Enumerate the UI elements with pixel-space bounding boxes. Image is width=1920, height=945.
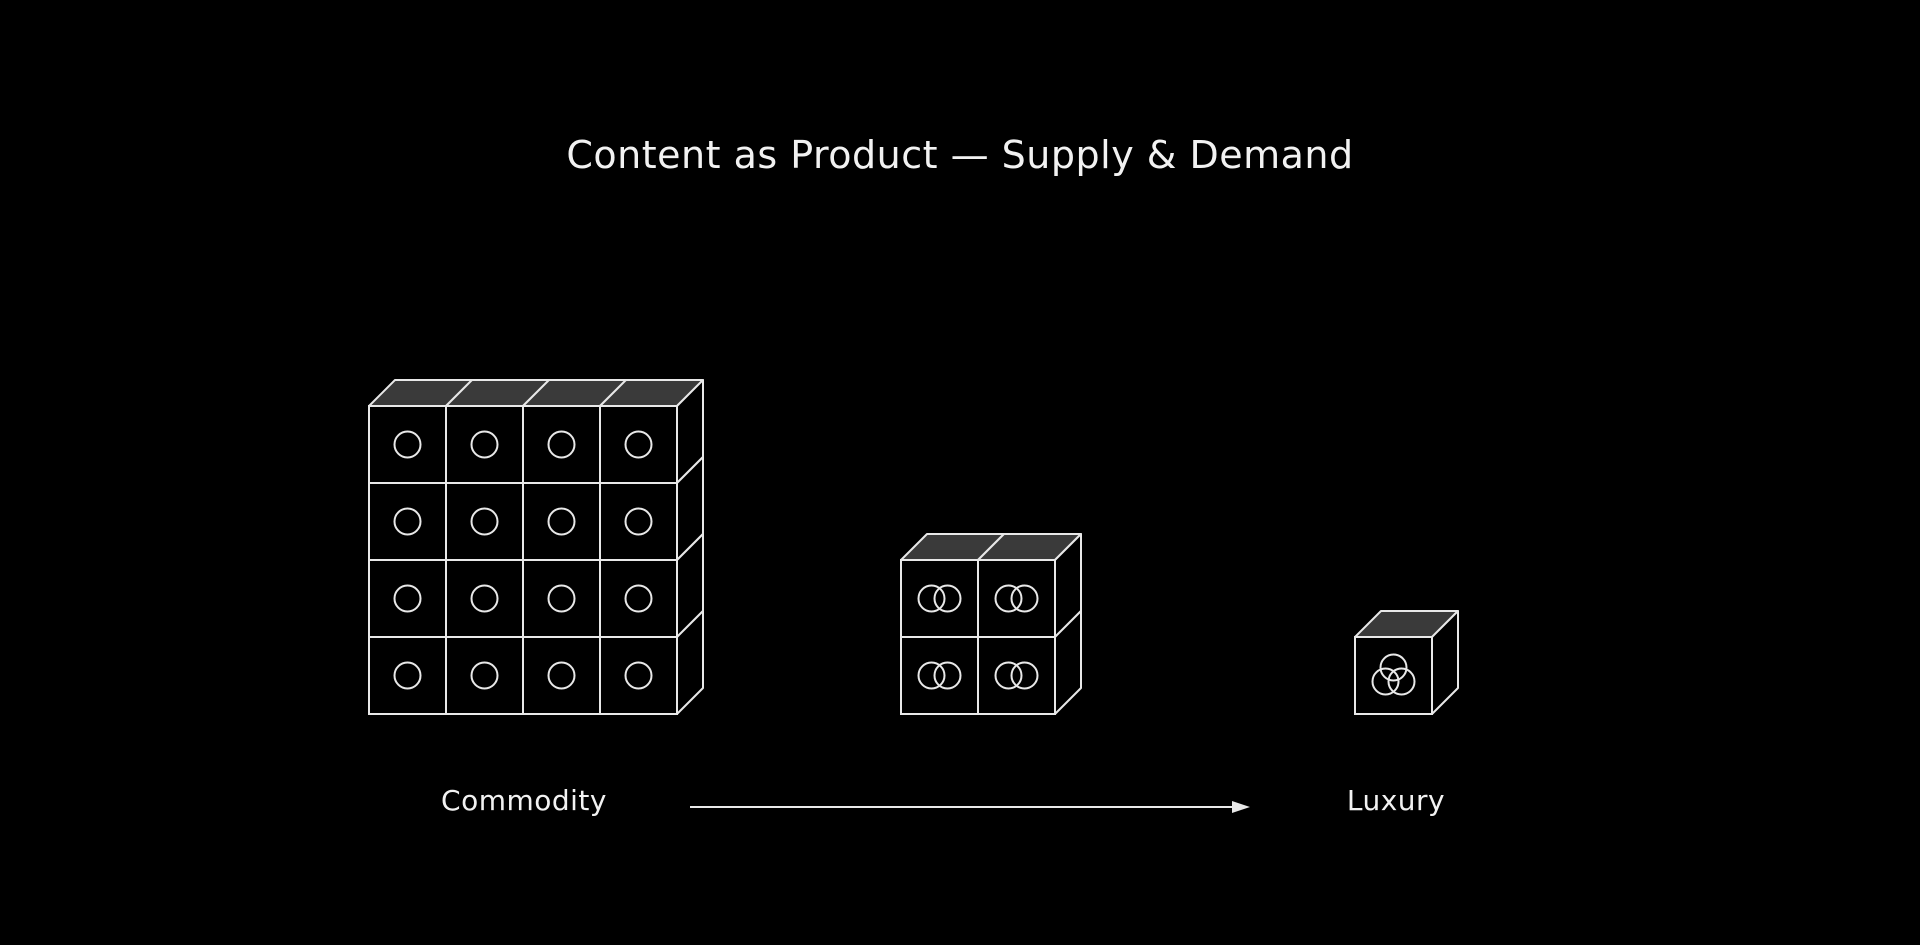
cube-front-face xyxy=(522,636,601,715)
single-circle-icon xyxy=(547,584,576,613)
single-circle-icon xyxy=(624,661,653,690)
spectrum-arrow xyxy=(690,801,1250,813)
single-circle-icon xyxy=(393,584,422,613)
single-circle-icon xyxy=(624,430,653,459)
cube-cell xyxy=(977,559,1056,638)
cube-cell xyxy=(977,636,1056,715)
single-circle-icon xyxy=(393,507,422,536)
cube-cell xyxy=(599,405,678,484)
cube-front-face xyxy=(522,482,601,561)
luxury-stack xyxy=(1354,610,1459,715)
single-circle-icon xyxy=(547,507,576,536)
single-circle-icon xyxy=(470,661,499,690)
single-circle-icon xyxy=(470,584,499,613)
commodity-label: Commodity xyxy=(441,784,607,817)
double-circle-icon xyxy=(994,584,1039,613)
stacks-layer xyxy=(368,379,1459,715)
double-circle-icon xyxy=(917,661,962,690)
cube-front-face xyxy=(368,636,447,715)
single-circle-icon xyxy=(624,584,653,613)
single-circle-icon xyxy=(393,430,422,459)
double-circle-icon xyxy=(917,584,962,613)
cube-cell xyxy=(445,482,524,561)
cube-front-face xyxy=(900,636,979,715)
cube-cell xyxy=(900,559,979,638)
single-circle-icon xyxy=(547,661,576,690)
cube-front-face xyxy=(1354,636,1433,715)
cube-cell xyxy=(599,559,678,638)
cube-front-face xyxy=(445,405,524,484)
single-circle-icon xyxy=(470,507,499,536)
cube-cell xyxy=(522,636,601,715)
cube-front-face xyxy=(977,636,1056,715)
cube-front-face xyxy=(445,482,524,561)
cube-cell xyxy=(522,405,601,484)
cube-cell xyxy=(445,405,524,484)
page-title: Content as Product — Supply & Demand xyxy=(566,133,1354,177)
single-circle-icon xyxy=(393,661,422,690)
single-circle-icon xyxy=(470,430,499,459)
luxury-label: Luxury xyxy=(1347,784,1445,817)
single-circle-icon xyxy=(624,507,653,536)
arrow-head-icon xyxy=(1232,801,1250,813)
cube-cell xyxy=(599,636,678,715)
cube-front-face xyxy=(368,482,447,561)
double-circle-icon xyxy=(994,661,1039,690)
cube-front-face xyxy=(445,559,524,638)
commodity-stack xyxy=(368,379,704,715)
cube-cell xyxy=(368,405,447,484)
single-circle-icon xyxy=(547,430,576,459)
cube-front-face xyxy=(977,559,1056,638)
cube-front-face xyxy=(522,405,601,484)
cube-cell xyxy=(599,482,678,561)
middle-stack xyxy=(900,533,1082,715)
cube-cell xyxy=(368,559,447,638)
cube-cell xyxy=(522,482,601,561)
cube-front-face xyxy=(368,405,447,484)
cube-cell xyxy=(522,559,601,638)
cube-front-face xyxy=(522,559,601,638)
cube-cell xyxy=(368,636,447,715)
cube-front-face xyxy=(445,636,524,715)
cube-front-face xyxy=(599,405,678,484)
cube-front-face xyxy=(599,559,678,638)
cube-front-face xyxy=(599,636,678,715)
cube-cell xyxy=(1354,636,1433,715)
cube-cell xyxy=(445,636,524,715)
cube-cell xyxy=(368,482,447,561)
cube-front-face xyxy=(900,559,979,638)
cube-cell xyxy=(445,559,524,638)
triple-circle-icon xyxy=(1371,653,1416,696)
cube-cell xyxy=(900,636,979,715)
cube-front-face xyxy=(599,482,678,561)
cube-front-face xyxy=(368,559,447,638)
